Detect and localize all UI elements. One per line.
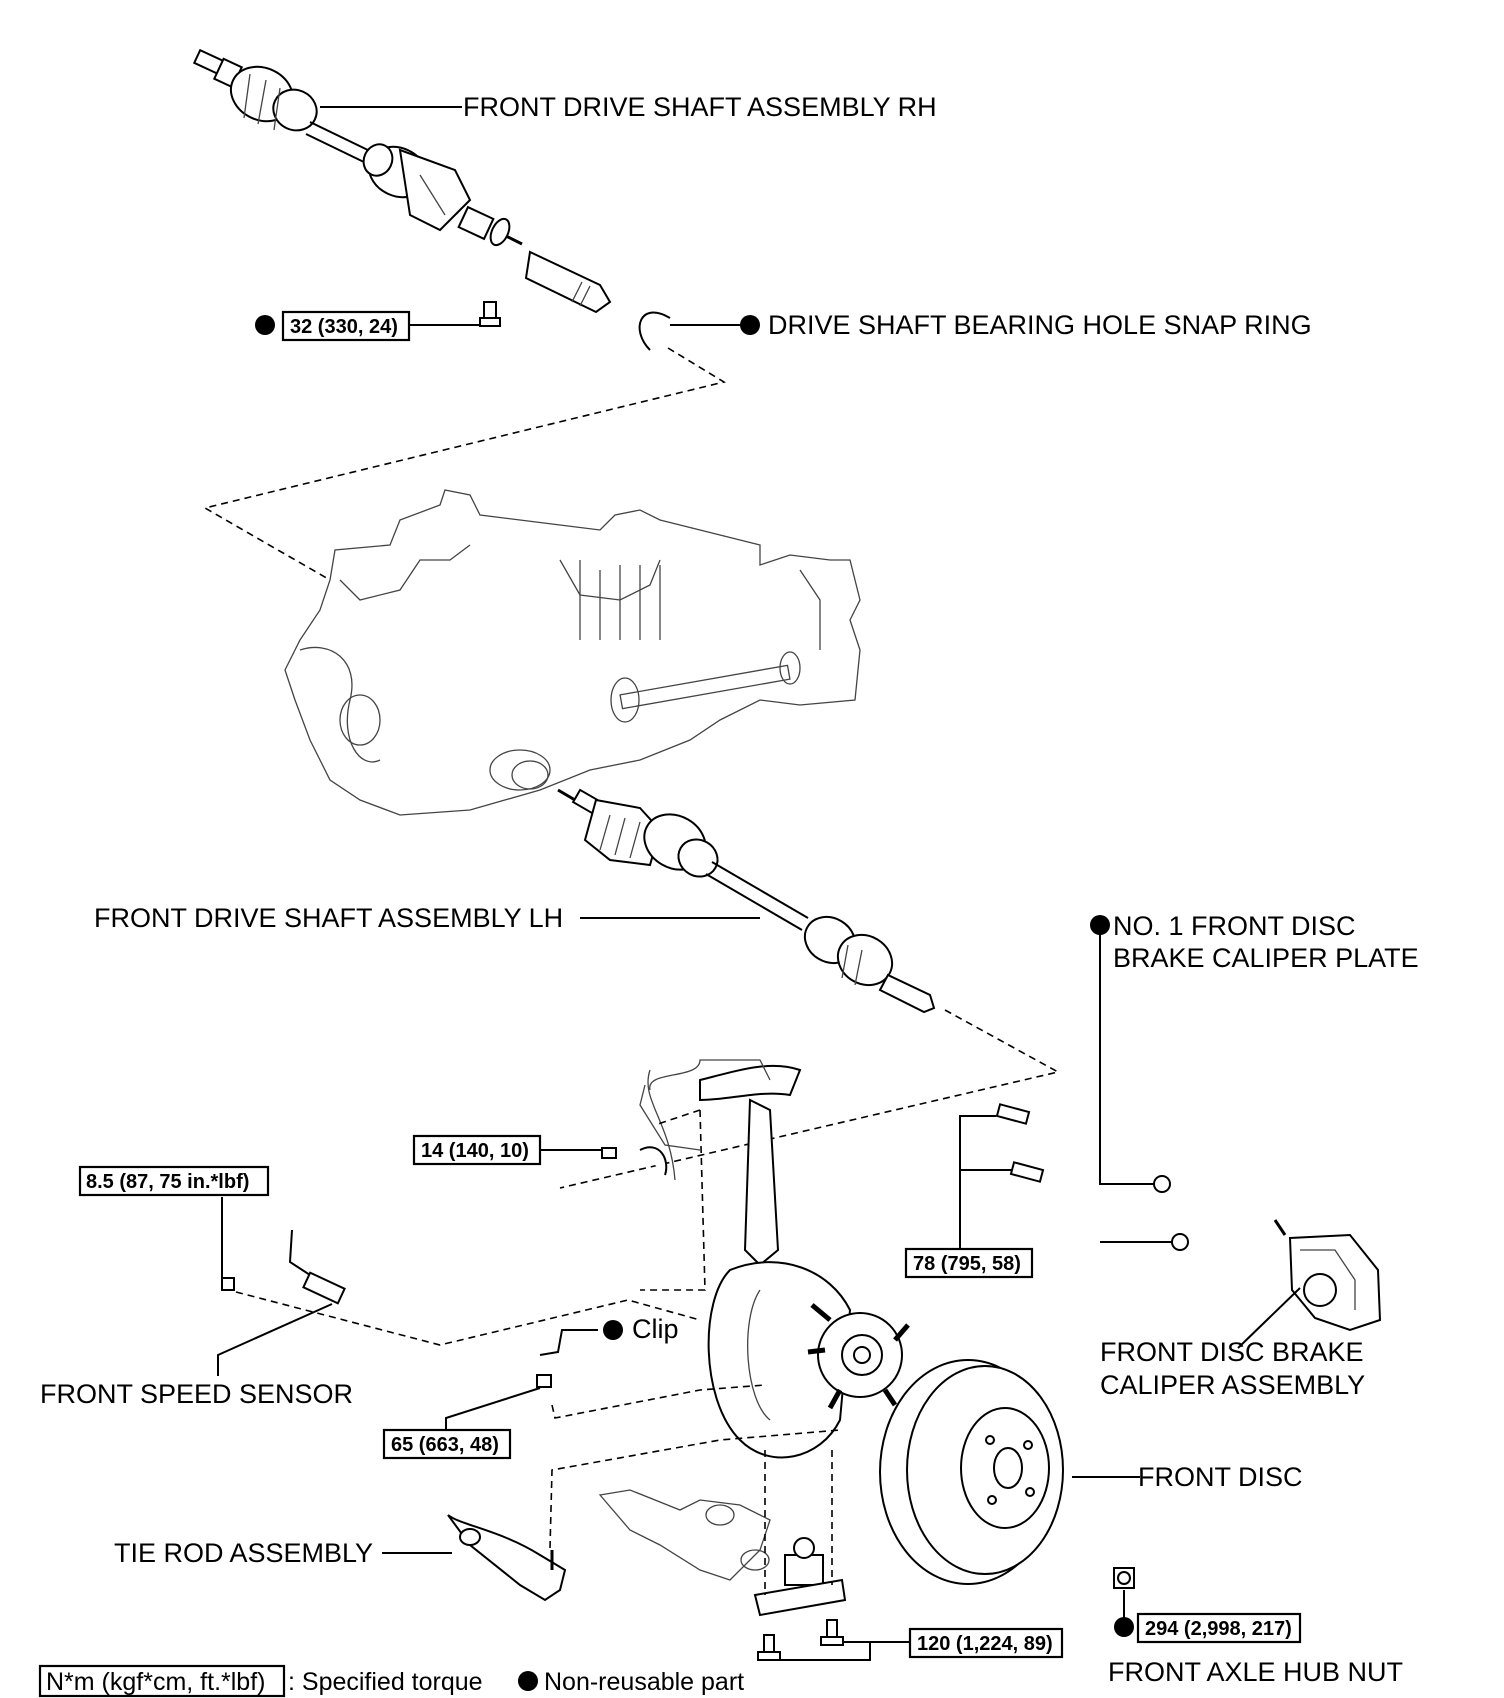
snap-ring-drawing [638,311,671,351]
bolts-120-drawing [757,1619,844,1661]
drive-shaft-rh-drawing [192,48,612,314]
nonreusable-mark-hub-nut [1114,1617,1134,1637]
speed-sensor-drawing [221,1229,346,1305]
svg-text:120 (1,224, 89): 120 (1,224, 89) [917,1633,1053,1655]
torque-box-294: 294 (2,998, 217) [1136,1612,1302,1644]
svg-text:14 (140, 10): 14 (140, 10) [421,1140,529,1162]
legend: N*m (kgf*cm, ft.*lbf) : Specified torque… [38,1664,744,1698]
clip-drawing [539,1329,598,1356]
nonreusable-mark-bolt-32 [255,315,275,335]
torque-box-14: 14 (140, 10) [412,1134,542,1166]
caliper-plate-nuts-drawing [1153,1175,1189,1251]
legend-torque-unit: N*m (kgf*cm, ft.*lbf) [46,1668,265,1696]
torque-box-32: 32 (330, 24) [281,310,411,342]
nut-65-drawing [536,1374,552,1388]
svg-text:78 (795, 58): 78 (795, 58) [913,1253,1021,1275]
svg-text:294 (2,998, 217): 294 (2,998, 217) [1145,1618,1292,1640]
label-caliper-line1: FRONT DISC BRAKE [1100,1337,1364,1367]
label-snap-ring: DRIVE SHAFT BEARING HOLE SNAP RING [768,310,1312,340]
nonreusable-mark-clip [603,1320,623,1340]
torque-box-65: 65 (663, 48) [382,1428,512,1460]
bolt-32-drawing [479,301,501,327]
bolt-14-drawing [601,1069,676,1181]
label-hub-nut: FRONT AXLE HUB NUT [1108,1657,1403,1687]
nonreusable-mark-snap-ring [740,315,760,335]
hub-nut-drawing [1113,1567,1135,1589]
front-disc-drawing [879,1359,1064,1585]
label-caliper-plate-line2: BRAKE CALIPER PLATE [1113,943,1419,973]
transaxle-outline [284,489,861,816]
lower-arm-drawing [598,1489,847,1617]
label-clip: Clip [632,1314,679,1344]
steering-knuckle-drawing [639,1059,910,1459]
label-caliper-line2: CALIPER ASSEMBLY [1100,1370,1365,1400]
legend-nonreusable-mark [518,1671,538,1691]
torque-box-78: 78 (795, 58) [904,1247,1034,1279]
svg-text:65 (663, 48): 65 (663, 48) [391,1434,499,1456]
legend-torque-text: : Specified torque [288,1668,483,1696]
caliper-assembly-drawing [1273,1219,1382,1332]
torque-box-8-5: 8.5 (87, 75 in.*lbf) [78,1165,270,1197]
drive-shaft-lh-drawing [557,788,936,1014]
label-drive-shaft-lh: FRONT DRIVE SHAFT ASSEMBLY LH [94,903,563,933]
nonreusable-mark-caliper-plate [1090,915,1110,935]
label-drive-shaft-rh: FRONT DRIVE SHAFT ASSEMBLY RH [463,92,937,122]
label-tie-rod: TIE ROD ASSEMBLY [114,1538,373,1568]
bolts-78-drawing [995,1103,1045,1183]
torque-box-120: 120 (1,224, 89) [908,1627,1064,1659]
legend-nonreusable-text: Non-reusable part [544,1668,744,1696]
svg-text:8.5 (87, 75 in.*lbf): 8.5 (87, 75 in.*lbf) [86,1171,249,1193]
label-front-disc: FRONT DISC [1138,1462,1303,1492]
tie-rod-drawing [447,1514,567,1602]
svg-text:32 (330, 24): 32 (330, 24) [290,316,398,338]
label-speed-sensor: FRONT SPEED SENSOR [40,1379,353,1409]
label-caliper-plate-line1: NO. 1 FRONT DISC [1113,911,1356,941]
